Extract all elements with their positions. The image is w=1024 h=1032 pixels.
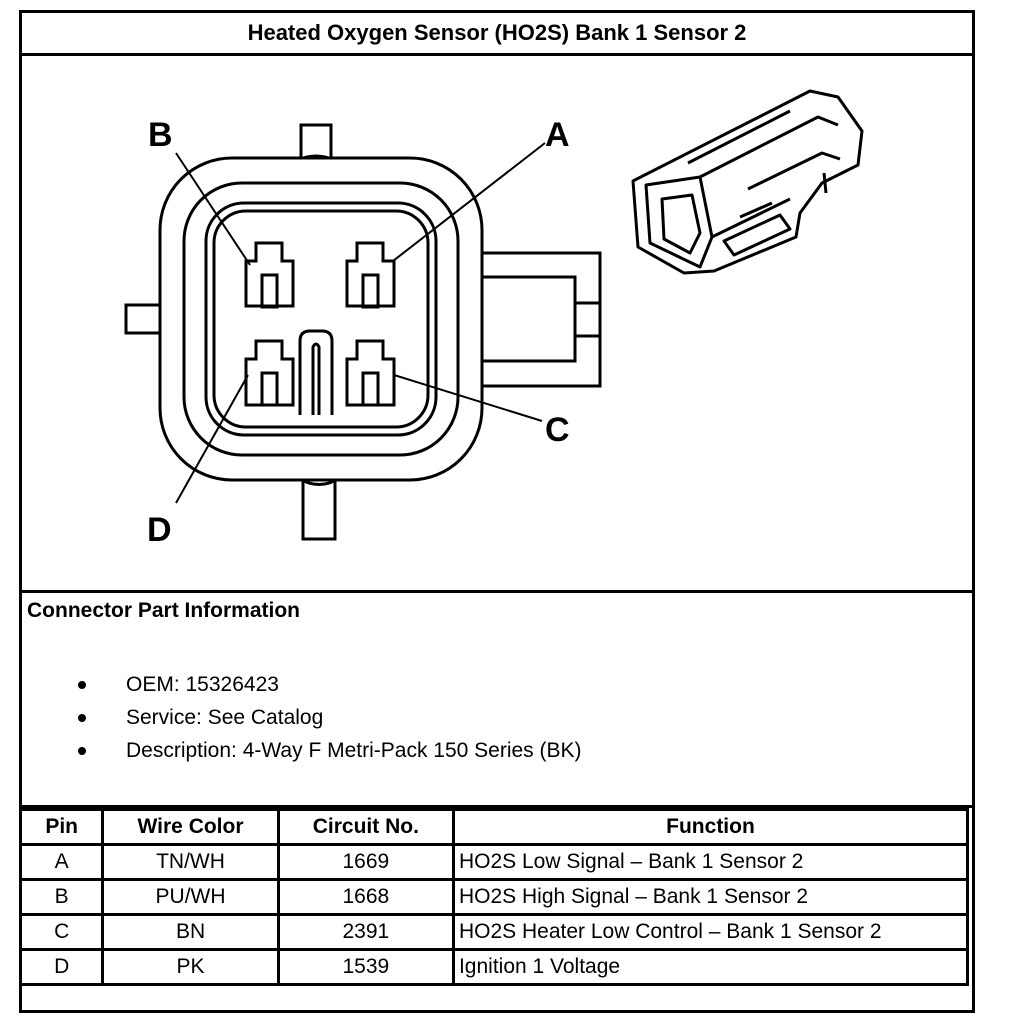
- cell-pin: A: [18, 843, 105, 881]
- cell-circuit-no: 1668: [276, 878, 455, 916]
- pin-label-c: C: [545, 411, 570, 449]
- connector-isometric-view: [631, 89, 864, 275]
- cell-pin: C: [18, 913, 105, 951]
- bullet-icon: [78, 681, 86, 689]
- bullet-icon: [78, 747, 86, 755]
- header-pin: Pin: [18, 808, 105, 846]
- sheet-title: Heated Oxygen Sensor (HO2S) Bank 1 Senso…: [22, 13, 972, 56]
- connector-sheet: Heated Oxygen Sensor (HO2S) Bank 1 Senso…: [18, 10, 975, 1013]
- cell-wire-color: PU/WH: [101, 878, 280, 916]
- table-row: B PU/WH 1668 HO2S High Signal – Bank 1 S…: [18, 878, 970, 916]
- cell-wire-color: PK: [101, 948, 280, 986]
- bullet-icon: [78, 714, 86, 722]
- connector-face-drawing: B A C D: [124, 89, 864, 549]
- table-row: C BN 2391 HO2S Heater Low Control – Bank…: [18, 913, 970, 951]
- table-header-row: Pin Wire Color Circuit No. Function: [18, 808, 970, 846]
- cell-function: HO2S High Signal – Bank 1 Sensor 2: [451, 878, 970, 916]
- header-function: Function: [451, 808, 970, 846]
- info-description: Description: 4-Way F Metri-Pack 150 Seri…: [126, 739, 582, 762]
- header-circuit-no: Circuit No.: [276, 808, 455, 846]
- header-wire-color: Wire Color: [101, 808, 280, 846]
- table-row: D PK 1539 Ignition 1 Voltage: [18, 948, 970, 986]
- pin-label-b: B: [148, 116, 173, 154]
- cell-wire-color: TN/WH: [101, 843, 280, 881]
- info-oem: OEM: 15326423: [126, 673, 279, 696]
- pin-label-a: A: [545, 116, 570, 154]
- info-heading: Connector Part Information: [27, 599, 301, 622]
- connector-part-information: Connector Part Information OEM: 15326423…: [22, 593, 972, 808]
- cell-circuit-no: 2391: [276, 913, 455, 951]
- info-service: Service: See Catalog: [126, 706, 324, 729]
- cell-function: HO2S Low Signal – Bank 1 Sensor 2: [451, 843, 970, 881]
- cell-circuit-no: 1539: [276, 948, 455, 986]
- cell-circuit-no: 1669: [276, 843, 455, 881]
- cell-function: HO2S Heater Low Control – Bank 1 Sensor …: [451, 913, 970, 951]
- cell-pin: B: [18, 878, 105, 916]
- pin-table: Pin Wire Color Circuit No. Function A TN…: [18, 808, 970, 986]
- cell-pin: D: [18, 948, 105, 986]
- cell-wire-color: BN: [101, 913, 280, 951]
- pin-label-d: D: [147, 511, 172, 549]
- cell-function: Ignition 1 Voltage: [451, 948, 970, 986]
- connector-diagram: B A C D: [22, 56, 972, 593]
- table-row: A TN/WH 1669 HO2S Low Signal – Bank 1 Se…: [18, 843, 970, 881]
